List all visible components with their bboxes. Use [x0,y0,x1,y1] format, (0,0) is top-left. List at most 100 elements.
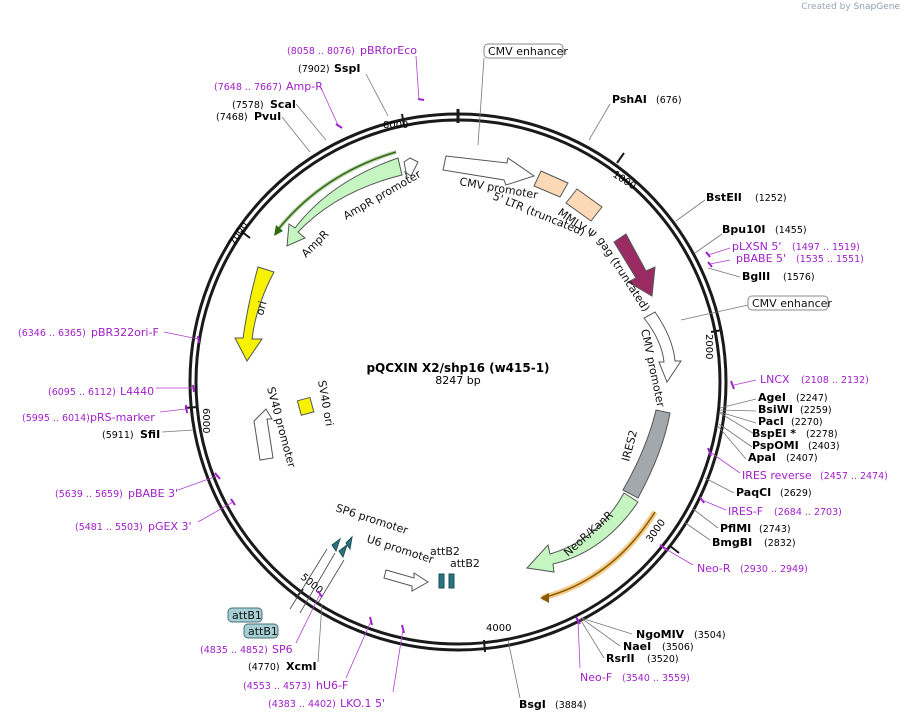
leader-neo-r [663,547,694,566]
mmlv-psi-box[interactable] [565,188,603,222]
primer-lncx: LNCX [760,373,790,386]
tick-label: 8000 [383,120,408,131]
site-bglii: BglII [742,270,770,283]
leader-scai [295,103,327,141]
site-pspomi: PspOMI [752,439,799,452]
primer-pbabe3-range: (5639 .. 5659) [55,489,123,500]
attb2-label-a: attB2 [430,545,460,558]
leader-pbrforeco [415,55,420,101]
ampr-arrow[interactable] [286,157,403,247]
gag-arrow[interactable] [613,233,656,297]
primer-lko-range: (4383 .. 4402) [268,699,336,710]
tick-label: 6000 [200,408,211,433]
site-pflmi: PflMI [720,522,751,535]
site-apai-pos: (2407) [786,453,818,464]
leader-pflmi [692,508,719,529]
primer-ires-f-range: (2684 .. 2703) [774,507,842,518]
attb1-box-b[interactable] [243,623,279,639]
transcription-markers [331,535,353,559]
leader-ires-reverse [709,451,741,474]
attb2-label-b: attB2 [450,557,480,570]
primer-ires-reverse: IRES reverse [742,469,812,482]
primer-pbabe5-range: (1535 .. 1551) [796,254,864,265]
primer-amp-r-range: (7648 .. 7667) [214,82,282,93]
site-bsiwi: BsiWI [758,403,793,416]
sv40-promoter-arrow[interactable] [253,408,274,461]
leader-pgex3 [197,501,234,523]
leader-amp-r [321,89,339,126]
plasmid-name: pQCXIN X2/shp16 (w415-1) [366,361,549,375]
neo-primer-line [541,511,656,599]
site-pflmi-pos: (2743) [759,524,791,535]
cmv-promoter-2-arrow[interactable] [643,311,682,384]
primer-l4440-range: (6095 .. 6112) [48,387,116,398]
sv40-ori-box[interactable] [296,396,315,416]
site-xcmi: XcmI [286,660,317,673]
leader-hu6f [345,620,372,679]
tick-label: 4000 [486,623,511,634]
leader-sspi [365,73,389,117]
cmv-promoter-arrow[interactable] [442,155,536,186]
neo-primer-arrowhead [540,593,549,603]
primer-ires-reverse-range: (2457 .. 2474) [820,471,888,482]
site-sspi-pos: (7902) [298,64,330,75]
ampr-promoter-arrow[interactable] [403,157,419,178]
credit-prefix: Created by [801,2,851,12]
leader-bsteii [675,199,706,222]
site-bsiwi-pos: (2259) [800,405,832,416]
primer-hu6f-range: (4553 .. 4573) [243,681,311,692]
ires2-box[interactable] [622,409,671,499]
site-ngomiv: NgoMIV [636,628,685,641]
leader-cluster-2250 [717,398,757,460]
leader-prs-marker [159,408,187,413]
attb1-label-b: attB1 [248,625,278,638]
site-paci: PacI [758,415,784,428]
leader-pvui [281,116,311,153]
site-agei: AgeI [758,391,786,404]
leader-pbabe5 [709,259,731,265]
leader-xcmi [317,603,323,663]
site-bmgbi: BmgBI [712,536,752,549]
primer-lko: LKO.1 5' [340,697,385,710]
leader-paqci [704,477,735,494]
leader-lncx [733,379,757,386]
site-pshai: PshAI [612,93,647,106]
primer-pbabe3: pBABE 3' [128,487,178,500]
site-naei: NaeI [623,640,651,653]
leader-ires-f [701,499,727,511]
site-ngomiv-pos: (3504) [694,630,726,641]
primer-pbrforeco: pBRforEco [360,44,417,57]
primer-pbr322ori: pBR322ori-F [91,326,159,339]
site-bpu10i-pos: (1455) [775,225,807,236]
plasmid-length: 8247 bp [435,374,480,387]
leader-bglii [707,267,741,278]
primer-plxsn-range: (1497 .. 1519) [792,242,860,253]
site-bmgbi-pos: (2832) [764,538,796,549]
sp6-promoter-arrow[interactable] [383,569,429,592]
primer-neo-r: Neo-R [697,562,731,575]
primer-sp6: SP6 [272,643,293,656]
leader-bmgbi [683,521,711,541]
leader-lko [392,628,404,693]
attb2-markers[interactable] [438,573,455,589]
site-sfii-pos: (5911) [102,430,134,441]
site-bspei-pos: (2278) [806,429,838,440]
ori-arrow[interactable] [234,266,275,362]
cmv-enhancer-right-box[interactable] [747,295,829,311]
leader-pshai [588,103,611,141]
attb1-box-a[interactable] [227,607,263,623]
primer-neo-f: Neo-F [580,671,612,684]
primer-hu6f-name: hU6-F [316,679,348,692]
neor-arrow[interactable] [525,492,639,573]
ltr-box[interactable] [533,170,569,198]
site-scai: ScaI [270,98,296,111]
primer-pbr322ori-range: (6346 .. 6365) [18,328,86,339]
cmv-enhancer-top-box[interactable] [483,43,564,59]
site-sfii: SfiI [140,428,160,441]
primer-neo-r-range: (2930 .. 2949) [740,564,808,575]
site-paqci: PaqCI [736,486,771,499]
site-bsteii: BstEII [706,191,742,204]
leader-sp6 [295,593,321,644]
site-rsrii: RsrII [606,652,635,665]
primer-neo-f-range: (3540 .. 3559) [622,673,690,684]
